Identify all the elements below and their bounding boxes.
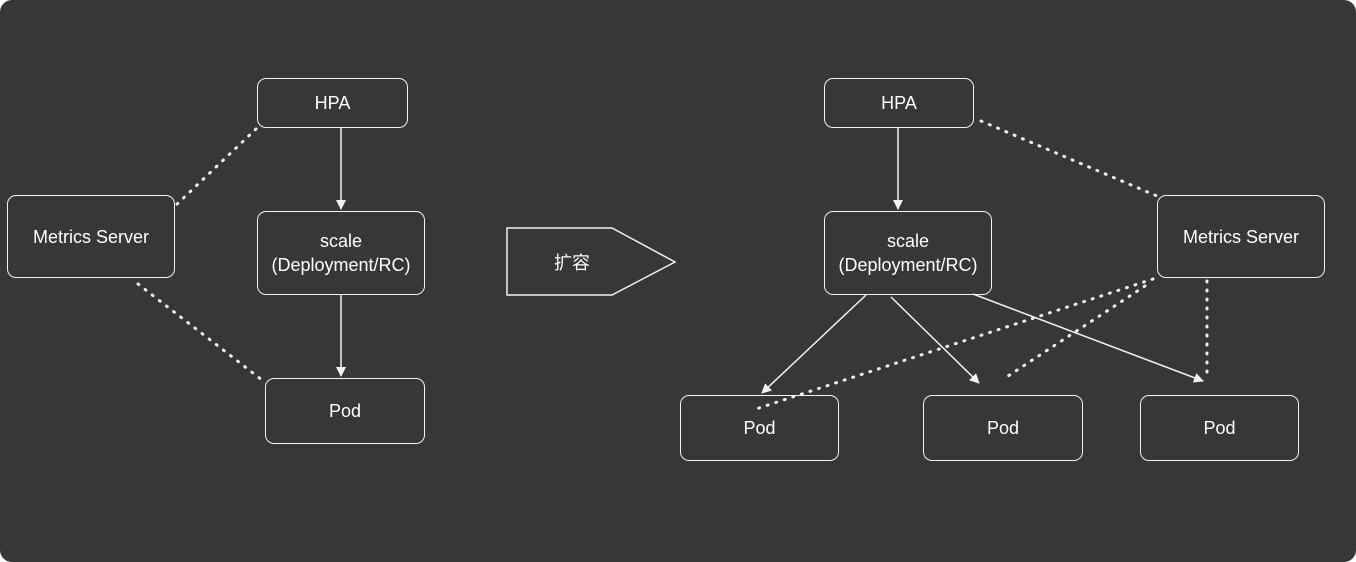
pod-label-right-1: Pod: [743, 418, 776, 438]
scale-label-right: scale: [886, 231, 930, 251]
scale-node-right: scale (Deployment/RC): [824, 211, 992, 295]
dotted-metrics-to-pod-2: [1003, 284, 1147, 380]
scale-target-label-right: (Deployment/RC): [838, 255, 978, 275]
metrics-server-label-right: Metrics Server: [1182, 226, 1299, 247]
hpa-node-left: HPA: [257, 78, 408, 128]
edge-scale-to-pod-3: [972, 293, 1204, 383]
pod-label-right-2: Pod: [986, 418, 1020, 438]
edge-scale-to-pod-2: [890, 296, 980, 384]
scale-label-left: scale: [319, 231, 363, 251]
metrics-server-node-right: Metrics Server: [1157, 195, 1325, 278]
dotted-hpa-to-metrics-right: [979, 119, 1159, 198]
dotted-hpa-to-metrics-left: [172, 127, 258, 209]
pod-node-right-2: Pod: [923, 395, 1083, 461]
scale-out-label: 扩容: [554, 252, 590, 273]
dotted-metrics-to-pod-left: [136, 282, 264, 382]
metrics-server-label-left: Metrics Server: [32, 226, 149, 247]
scale-target-label-left: (Deployment/RC): [271, 255, 411, 275]
hpa-label-left: HPA: [314, 93, 351, 113]
scale-node-left: scale (Deployment/RC): [257, 211, 425, 295]
scale-out-arrow-shape: [506, 227, 677, 296]
edge-scale-to-pod-1: [761, 294, 867, 394]
hpa-label-right: HPA: [881, 93, 917, 113]
pod-node-right-3: Pod: [1140, 395, 1299, 461]
metrics-server-node-left: Metrics Server: [7, 195, 175, 278]
hpa-node-right: HPA: [824, 78, 974, 128]
dotted-metrics-to-pod-1: [754, 277, 1155, 411]
pod-node-right-1: Pod: [680, 395, 839, 461]
pod-node-left: Pod: [265, 378, 425, 444]
pod-label-left: Pod: [328, 401, 362, 421]
pod-label-right-3: Pod: [1203, 418, 1236, 438]
